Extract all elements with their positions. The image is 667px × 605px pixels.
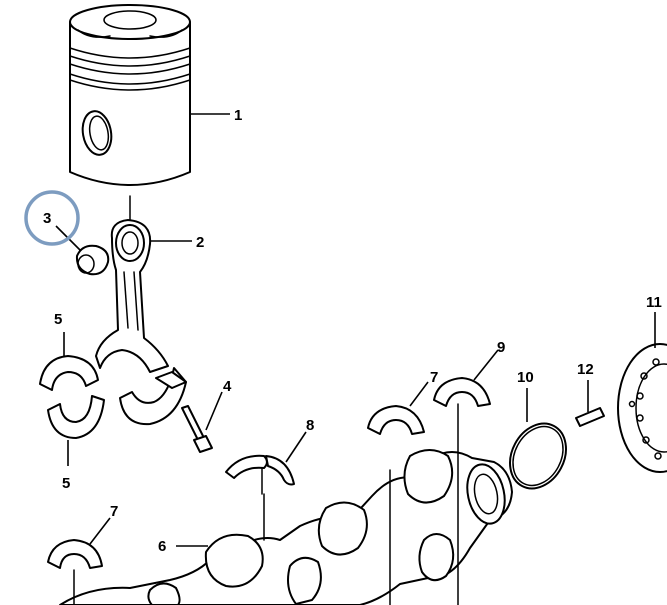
callout-5-lower: 5 (62, 475, 70, 492)
callout-5-upper: 5 (54, 311, 62, 328)
callout-4: 4 (223, 378, 232, 395)
piston[interactable] (69, 4, 191, 186)
main-bearing-upper-rear[interactable] (433, 377, 491, 407)
callout-7-front: 7 (110, 503, 118, 520)
callout-10: 10 (517, 369, 534, 386)
flywheel-flange[interactable] (617, 343, 667, 473)
callout-11: 11 (646, 294, 662, 311)
main-bearing-upper-mid[interactable] (367, 405, 425, 435)
callout-1: 1 (234, 107, 242, 124)
dowel-pin[interactable] (575, 407, 605, 427)
rod-bolt[interactable] (181, 405, 213, 453)
callout-6: 6 (158, 538, 166, 555)
callout-7-mid: 7 (430, 369, 438, 386)
callout-9: 9 (497, 339, 505, 356)
thrust-washers[interactable] (225, 454, 295, 495)
crankshaft[interactable] (59, 403, 513, 605)
seal-ring[interactable] (499, 414, 577, 498)
callout-2: 2 (196, 234, 204, 251)
big-end-bearing-lower[interactable] (47, 395, 105, 439)
big-end-bearing-upper[interactable] (39, 355, 99, 391)
connecting-rod[interactable] (95, 195, 169, 373)
callout-3: 3 (43, 210, 51, 227)
callout-12: 12 (577, 361, 594, 378)
connecting-rod-cap[interactable] (119, 367, 187, 426)
callout-8: 8 (306, 417, 314, 434)
main-bearing-upper-front[interactable] (47, 539, 103, 569)
highlight-circle (24, 190, 80, 246)
piston-pin-bushing[interactable] (75, 244, 110, 276)
